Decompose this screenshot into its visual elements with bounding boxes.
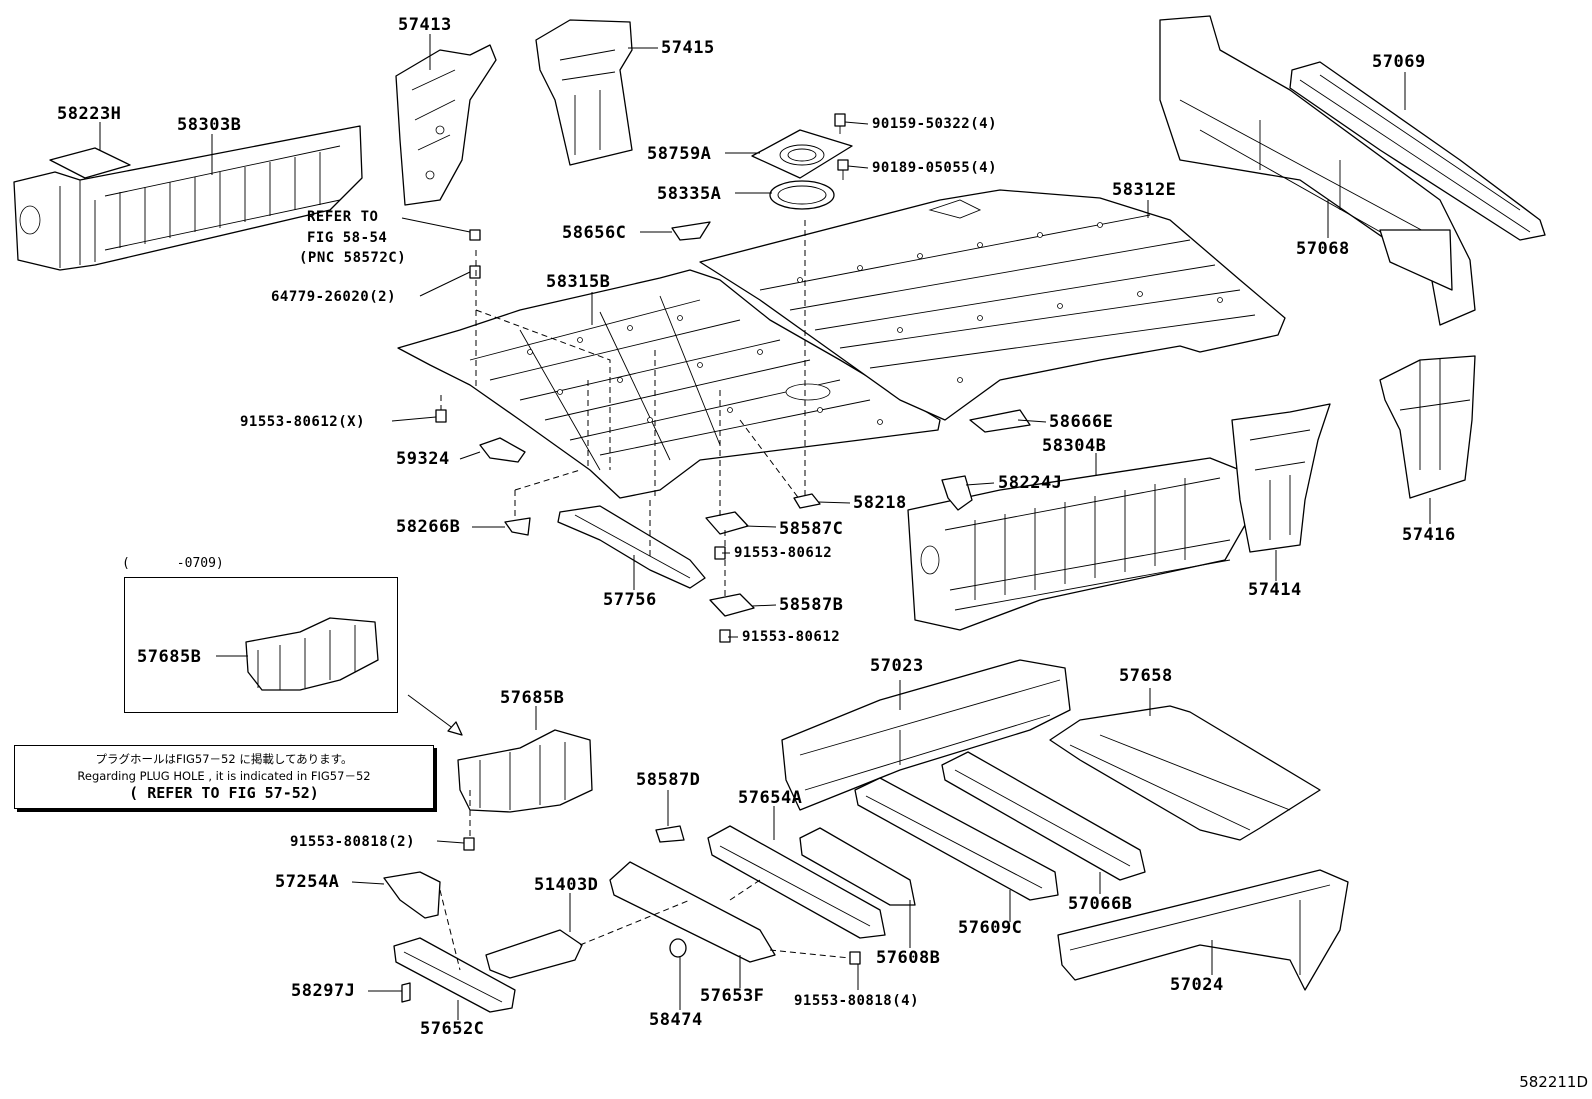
label-57068[interactable]: 57068 (1296, 239, 1350, 259)
label-58304b[interactable]: 58304B (1042, 436, 1107, 456)
part-57685b-inset-shape (245, 617, 379, 691)
label-57024[interactable]: 57024 (1170, 975, 1224, 995)
label-58218[interactable]: 58218 (853, 493, 907, 513)
part-58335a-shape (769, 180, 835, 210)
part-58303b-shape (13, 125, 363, 271)
part-57024-shape (1057, 869, 1349, 991)
part-58759a-shape (751, 129, 853, 179)
part-58304b-shape (907, 457, 1246, 631)
label-57254a[interactable]: 57254A (275, 872, 340, 892)
label-58223h[interactable]: 58223H (57, 104, 122, 124)
label-57756[interactable]: 57756 (603, 590, 657, 610)
label-58224j[interactable]: 58224J (998, 473, 1063, 493)
label-91553-80612-b[interactable]: 91553-80612 (742, 629, 841, 645)
label-57608b[interactable]: 57608B (876, 948, 941, 968)
part-57756-shape (557, 505, 706, 589)
label-57653f[interactable]: 57653F (700, 986, 765, 1006)
part-57654a-shape (707, 825, 886, 939)
label-57414[interactable]: 57414 (1248, 580, 1302, 600)
label-90159-50322[interactable]: 90159-50322(4) (872, 116, 998, 132)
bolt-90189-shape (837, 159, 849, 180)
label-58587d[interactable]: 58587D (636, 770, 701, 790)
label-58297j[interactable]: 58297J (291, 981, 356, 1001)
label-57685b-inset[interactable]: 57685B (137, 647, 202, 667)
label-51403d[interactable]: 51403D (534, 875, 599, 895)
label-58656c[interactable]: 58656C (562, 223, 627, 243)
note-line-ref[interactable]: ( REFER TO FIG 57-52) (129, 784, 319, 802)
refer-text-line1: REFER TO (307, 209, 379, 225)
part-58266b-shape (504, 517, 531, 536)
part-58218-shape (793, 493, 821, 509)
part-58587c-shape (705, 511, 749, 535)
part-57069-shape (1289, 61, 1546, 241)
label-57685b[interactable]: 57685B (500, 688, 565, 708)
part-57658-shape (1049, 705, 1321, 841)
part-57068-shape (1159, 15, 1476, 326)
label-57416[interactable]: 57416 (1402, 525, 1456, 545)
label-57609c[interactable]: 57609C (958, 918, 1023, 938)
label-58266b[interactable]: 58266B (396, 517, 461, 537)
part-58224j-shape (941, 475, 973, 511)
part-58474-shape (669, 938, 687, 958)
diagram-id: 582211D (1519, 1073, 1588, 1091)
refer-text-line3: (PNC 58572C) (299, 250, 407, 266)
label-90189-05055[interactable]: 90189-05055(4) (872, 160, 998, 176)
bolt-90159-shape (834, 113, 846, 134)
label-57413[interactable]: 57413 (398, 15, 452, 35)
arrow-to-57685b (407, 694, 463, 736)
part-57066b-shape (941, 751, 1146, 881)
part-57609c-shape (854, 777, 1059, 901)
label-91553-80818-2[interactable]: 91553-80818(2) (290, 834, 416, 850)
label-91553-80818-4[interactable]: 91553-80818(4) (794, 993, 920, 1009)
part-57023-shape (781, 659, 1071, 811)
label-57658[interactable]: 57658 (1119, 666, 1173, 686)
label-58312e[interactable]: 58312E (1112, 180, 1177, 200)
label-58666e[interactable]: 58666E (1049, 412, 1114, 432)
part-57414-shape (1231, 403, 1331, 553)
part-58312e-shape (699, 189, 1286, 421)
refer-text-line2: FIG 58-54 (307, 230, 388, 246)
label-58587b[interactable]: 58587B (779, 595, 844, 615)
note-line-en: Regarding PLUG HOLE , it is indicated in… (77, 769, 371, 783)
part-57413-shape (395, 44, 497, 206)
label-91553-80612-x[interactable]: 91553-80612(X) (240, 414, 366, 430)
label-58303b[interactable]: 58303B (177, 115, 242, 135)
note-line-jp: プラグホールはFIG57－52 に掲載してあります。 (95, 752, 353, 766)
part-57685b-shape (457, 729, 593, 813)
part-58656c-shape (671, 221, 711, 241)
plug-hole-note: プラグホールはFIG57－52 に掲載してあります。 Regarding PLU… (14, 745, 434, 809)
label-58335a[interactable]: 58335A (657, 184, 722, 204)
part-58587b-shape (709, 593, 755, 617)
label-58759a[interactable]: 58759A (647, 144, 712, 164)
inset-caption: ( -0709) (122, 556, 224, 571)
part-57416-shape (1379, 355, 1476, 499)
label-58474[interactable]: 58474 (649, 1010, 703, 1030)
label-91553-80612-a[interactable]: 91553-80612 (734, 545, 833, 561)
label-58315b[interactable]: 58315B (546, 272, 611, 292)
part-57653f-shape (609, 861, 776, 963)
label-57023[interactable]: 57023 (870, 656, 924, 676)
part-58297j-shape (401, 982, 411, 1003)
part-51403d-shape (485, 929, 583, 979)
label-58587c[interactable]: 58587C (779, 519, 844, 539)
label-59324[interactable]: 59324 (396, 449, 450, 469)
label-57415[interactable]: 57415 (661, 38, 715, 58)
part-59324-shape (479, 437, 526, 463)
part-57415-shape (535, 19, 633, 166)
part-58666e-shape (969, 409, 1031, 433)
part-57608b-shape (799, 827, 916, 906)
part-58587d-shape (655, 825, 685, 843)
part-57254a-shape (383, 871, 441, 919)
label-57066b[interactable]: 57066B (1068, 894, 1133, 914)
leader-lines (99, 34, 1431, 1020)
part-57652c-shape (393, 937, 516, 1013)
assembly-lines (439, 220, 851, 971)
label-64779-26020[interactable]: 64779-26020(2) (271, 289, 397, 305)
inset-box (124, 577, 398, 713)
label-57652c[interactable]: 57652C (420, 1019, 485, 1039)
label-57069[interactable]: 57069 (1372, 52, 1426, 72)
label-57654a[interactable]: 57654A (738, 788, 803, 808)
